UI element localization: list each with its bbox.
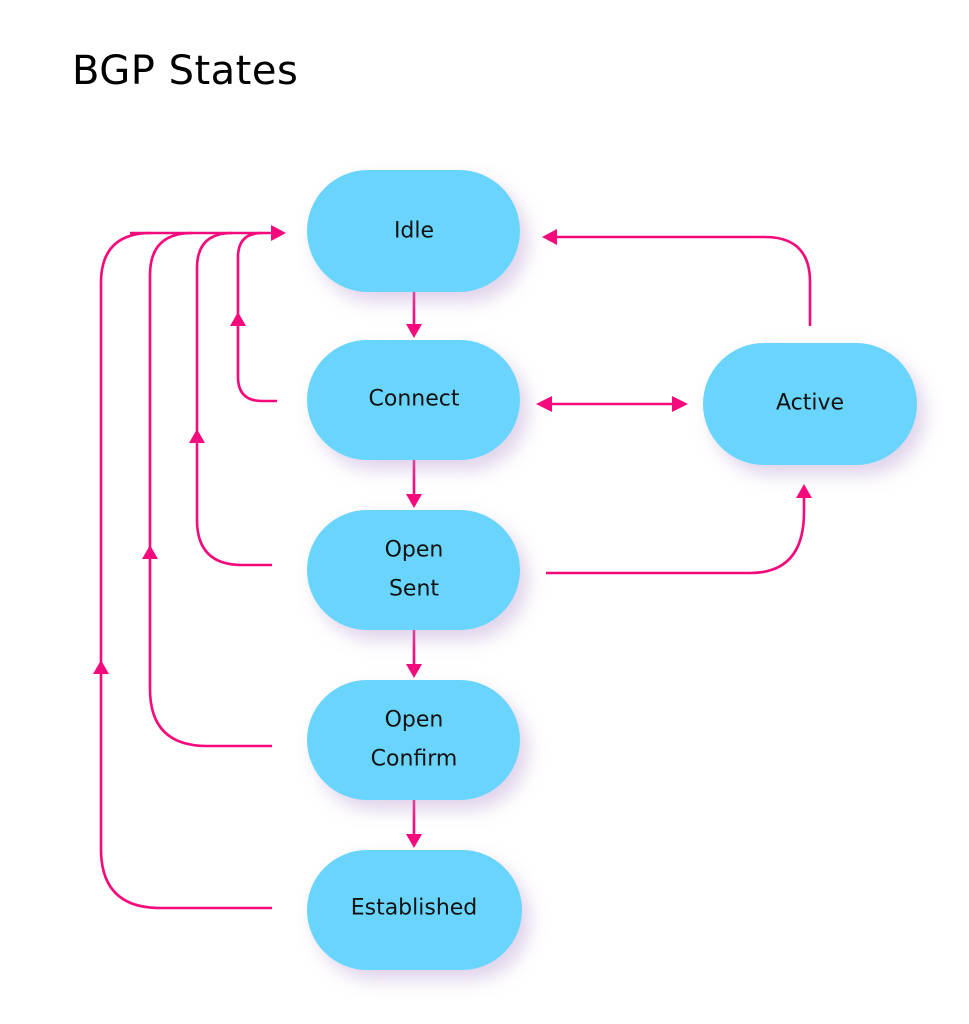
node-connect-label: Connect bbox=[369, 387, 460, 412]
arrowhead-to-connect bbox=[536, 396, 552, 412]
arrowhead-established-to-idle bbox=[93, 660, 109, 674]
nodes: Idle Connect Open Sent Open Confirm Esta… bbox=[307, 170, 917, 970]
arrowhead-open-sent-to-idle bbox=[189, 429, 205, 443]
node-open-sent-label-line1: Open bbox=[385, 538, 444, 563]
node-active[interactable]: Active bbox=[703, 343, 917, 465]
arrowhead-open-confirm-to-established bbox=[406, 834, 422, 848]
node-open-confirm[interactable]: Open Confirm bbox=[307, 680, 520, 800]
edge-open-confirm-to-idle bbox=[148, 231, 272, 748]
node-active-label: Active bbox=[776, 391, 844, 416]
node-idle-label: Idle bbox=[394, 219, 434, 244]
arrowhead-return-to-idle bbox=[271, 225, 286, 241]
edge-established-to-idle bbox=[99, 231, 272, 910]
node-established-label: Established bbox=[351, 896, 478, 921]
node-open-sent-label-line2: Sent bbox=[389, 577, 439, 602]
arrowhead-to-active bbox=[672, 396, 688, 412]
arrowhead-connect-to-open-sent bbox=[406, 494, 422, 508]
arrowhead-open-sent-to-open-confirm bbox=[406, 664, 422, 678]
diagram-title: BGP States bbox=[72, 48, 299, 94]
arrowhead-open-sent-to-active bbox=[796, 484, 812, 498]
arrowhead-connect-to-idle bbox=[230, 312, 246, 326]
edge-active-to-idle bbox=[554, 235, 812, 326]
node-idle[interactable]: Idle bbox=[307, 170, 520, 292]
node-open-confirm-label-line1: Open bbox=[385, 708, 444, 733]
arrowhead-open-confirm-to-idle bbox=[142, 545, 158, 559]
edge-connect-to-idle bbox=[236, 231, 277, 403]
node-open-sent[interactable]: Open Sent bbox=[307, 510, 520, 630]
node-open-confirm-label-line2: Confirm bbox=[371, 747, 458, 772]
arrowhead-active-to-idle bbox=[542, 229, 557, 245]
node-connect[interactable]: Connect bbox=[307, 340, 520, 460]
arrowhead-idle-to-connect bbox=[406, 324, 422, 338]
node-established[interactable]: Established bbox=[307, 850, 522, 970]
edge-open-sent-to-idle bbox=[195, 231, 272, 567]
edge-open-sent-to-active bbox=[546, 497, 806, 575]
